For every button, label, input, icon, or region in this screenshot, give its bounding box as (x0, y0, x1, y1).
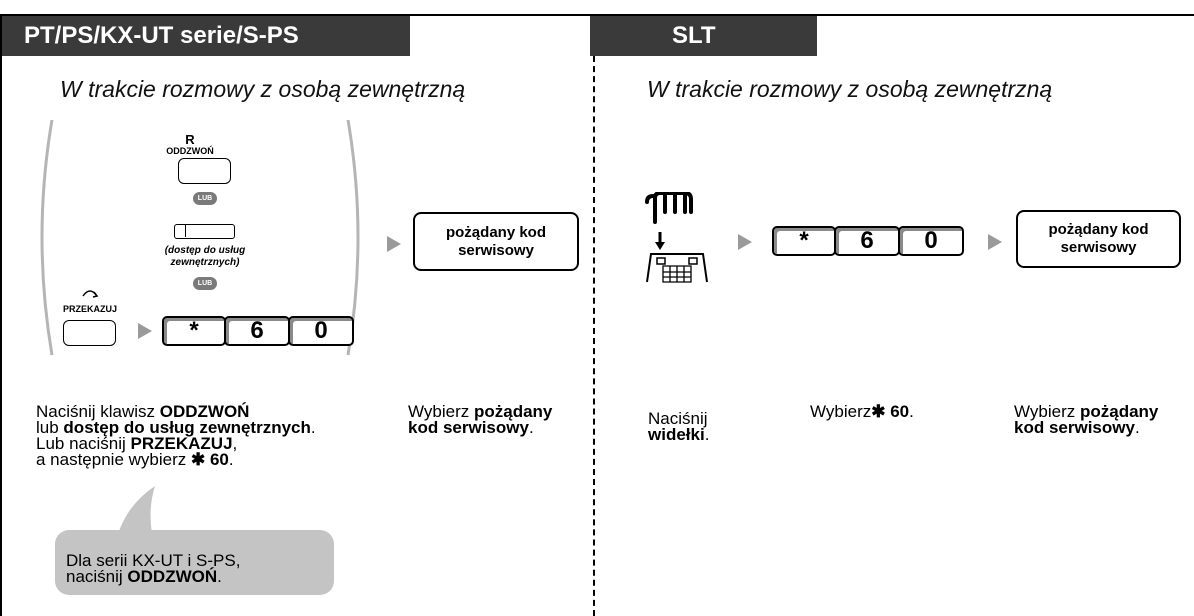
left-service-code-text: pożądany kod serwisowy (445, 223, 546, 259)
frame (0, 14, 1194, 616)
tab-pt-ps-label: PT/PS/KX-UT serie/S-PS (24, 22, 299, 49)
right-service-code-text: pożądany kod serwisowy (1048, 221, 1149, 256)
tab-slt: SLT (590, 16, 817, 56)
co-button (174, 224, 235, 239)
hookswitch-icon (645, 192, 708, 283)
left-service-code-box: pożądany kod serwisowy (413, 212, 579, 271)
right-step2-description: Wybierz✱ 60. (810, 402, 914, 421)
note-bubble (55, 530, 334, 595)
right-step1-description: Naciśnij widełki. (648, 409, 710, 444)
recall-key-label: ODDZWOŃ (166, 146, 214, 156)
co-label: (dostęp do usług zewnętrznych) (164, 245, 246, 268)
recall-letter: R (185, 132, 195, 147)
right-key-sequence: * 6 0 (772, 226, 964, 256)
left-key-sequence: * 6 0 (162, 316, 354, 346)
arrow-icon (738, 234, 752, 250)
note-text: Dla serii KX-UT i S-PS, naciśnij ODDZWOŃ… (66, 551, 241, 586)
tab-pt-ps: PT/PS/KX-UT serie/S-PS (2, 16, 410, 56)
arrow-icon (988, 234, 1002, 250)
tab-slt-label: SLT (672, 22, 716, 49)
transfer-icon (82, 290, 99, 298)
digit-6-key: 6 (224, 316, 290, 346)
left-subtitle: W trakcie rozmowy z osobą zewnętrzną (60, 76, 466, 102)
left-step1-description: Naciśnij klawisz ODDZWOŃ lub dostęp do u… (36, 402, 316, 469)
right-service-code-box: pożądany kod serwisowy (1016, 210, 1181, 268)
co-button-indicator (185, 225, 186, 237)
or-badge-1: LUB (193, 192, 217, 205)
recall-button (178, 158, 231, 184)
transfer-key-label: PRZEKAZUJ (62, 304, 117, 314)
right-step3-description: Wybierz pożądany kod serwisowy. (1014, 402, 1159, 437)
or-badge-2: LUB (193, 277, 217, 290)
bubble-tail (118, 486, 155, 534)
digit-6-key: 6 (834, 226, 900, 256)
digit-0-key: 0 (288, 316, 354, 346)
arrow-icon (138, 323, 152, 339)
star-key: * (162, 316, 226, 346)
left-step2-description: Wybierz pożądany kod serwisowy. (408, 402, 553, 437)
digit-0-key: 0 (898, 226, 964, 256)
star-key: * (772, 226, 836, 256)
column-divider (593, 56, 595, 616)
arrow-icon (387, 236, 401, 252)
transfer-button (63, 320, 116, 346)
right-subtitle: W trakcie rozmowy z osobą zewnętrzną (647, 76, 1053, 102)
